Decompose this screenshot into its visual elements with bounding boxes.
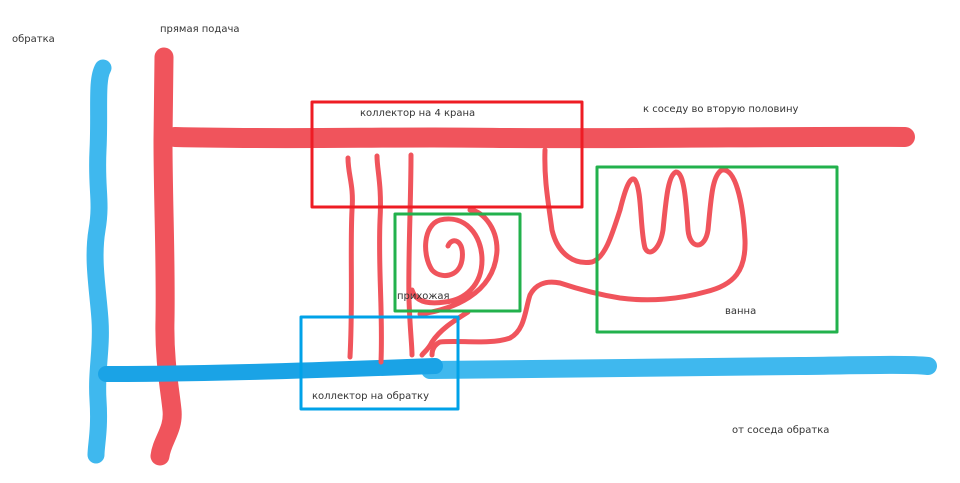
- supply-line-label: прямая подача: [160, 24, 240, 35]
- return-manifold-box: [299, 315, 460, 411]
- supply-main-pipe: [165, 126, 915, 149]
- return-main-pipe-right: [421, 355, 937, 379]
- hallway-box: [393, 212, 522, 313]
- hallway-loop-pipe: [409, 207, 500, 358]
- loop-pipe-1: [345, 155, 355, 360]
- supply-manifold-label: коллектор на 4 крана: [360, 108, 476, 119]
- bathroom-label: ванна: [725, 306, 757, 317]
- return-manifold-label: коллектор на обратку: [312, 391, 429, 402]
- loop-pipe-3: [406, 152, 415, 358]
- bathroom-box: [595, 165, 839, 334]
- return-main-pipe-left: [98, 358, 443, 382]
- bathroom-loop-pipe: [429, 147, 748, 358]
- return-line-label: обратка: [12, 34, 55, 45]
- supply-riser-pipe: [150, 47, 182, 466]
- hallway-label: прихожая: [397, 291, 450, 302]
- to-neighbor-label: к соседу во вторую половину: [643, 104, 799, 115]
- from-neighbor-return-label: от соседа обратка: [732, 425, 830, 436]
- return-riser-pipe: [86, 59, 112, 464]
- supply-manifold-box: [310, 100, 584, 209]
- loop-pipe-2: [374, 153, 384, 365]
